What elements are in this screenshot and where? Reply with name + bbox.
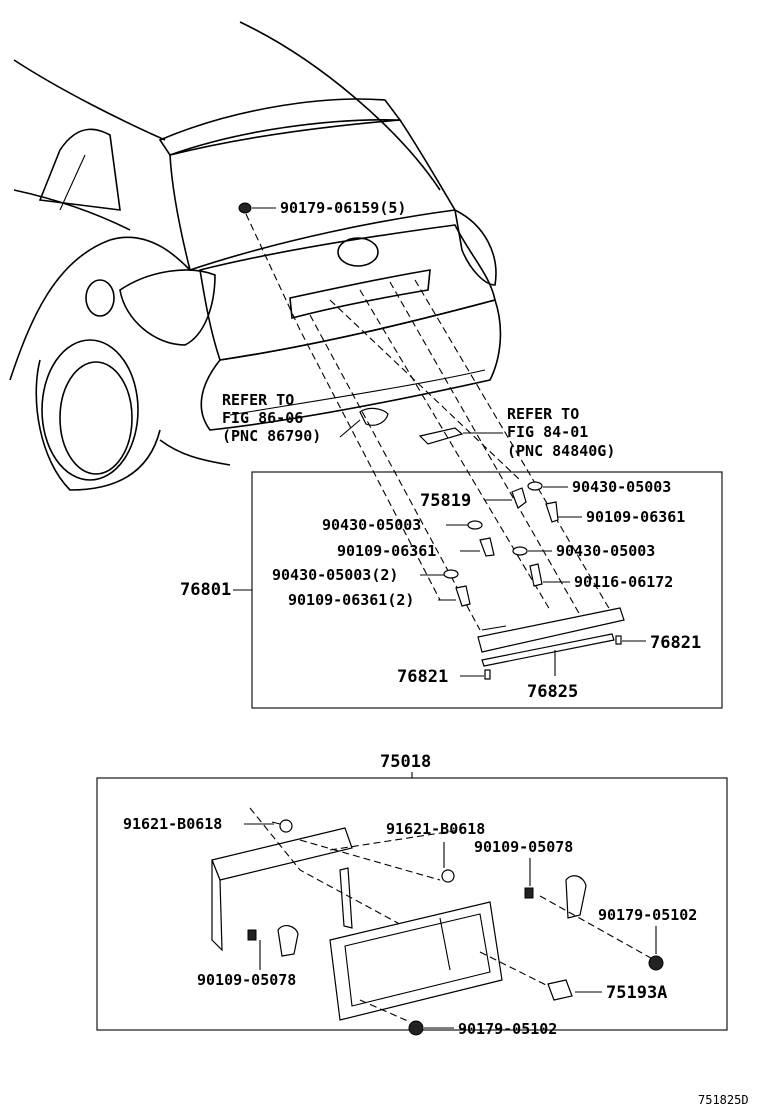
license-lamp-connector-icon xyxy=(359,407,389,426)
label-76801: 76801 xyxy=(180,580,231,600)
bolt-90116-icon xyxy=(529,563,543,587)
refer-right-line3: (PNC 84840G) xyxy=(507,442,615,460)
label-76821-right: 76821 xyxy=(650,633,701,653)
label-90109-06361-left: 90109-06361 xyxy=(337,542,436,560)
lamp-75193a-icon xyxy=(547,979,573,1001)
label-90179-06159: 90179-06159(5) xyxy=(280,199,406,217)
label-90109-05078-left: 90109-05078 xyxy=(197,971,296,989)
screw-90109-right-icon xyxy=(545,501,559,523)
garnish-strip-icon xyxy=(477,607,625,653)
label-90430-05003-left: 90430-05003 xyxy=(322,516,421,534)
clip-76821-left-icon xyxy=(484,669,491,680)
label-90179-05102-bottom: 90179-05102 xyxy=(458,1020,557,1038)
refer-left-line2: FIG 86-06 xyxy=(222,409,303,427)
screw-90109-05078-left-icon xyxy=(247,929,257,941)
label-90430-05003-top: 90430-05003 xyxy=(572,478,671,496)
label-90430-05003-mid: 90430-05003 xyxy=(556,542,655,560)
clip-90430-2-icon xyxy=(443,569,459,579)
refer-right-line1: REFER TO xyxy=(507,405,579,423)
clip-90430-mid-icon xyxy=(512,546,528,556)
diagram-id: 751825D xyxy=(698,1093,749,1107)
car-rear-illustration xyxy=(9,21,502,491)
refer-left-line1: REFER TO xyxy=(222,391,294,409)
license-lamp-icon xyxy=(418,427,464,445)
screw-90109-left-icon xyxy=(479,537,495,557)
label-76821-left: 76821 xyxy=(397,667,448,687)
license-plate-frame-icon xyxy=(329,901,503,1021)
bracket-icon xyxy=(211,827,353,881)
lamp-bracket-right-icon xyxy=(565,875,587,919)
lamp-bracket-left-icon xyxy=(277,925,299,957)
group-75018: 75018 91621-B0618 91621-B0618 90109-0507… xyxy=(96,752,728,1038)
label-75018: 75018 xyxy=(380,752,431,772)
group-76801: 76801 75819 90430-05003 90109-06361 9043… xyxy=(180,471,723,709)
refer-left-line3: (PNC 86790) xyxy=(222,427,321,445)
clip-90430-top-icon xyxy=(527,481,543,491)
bolt-91621-left-icon xyxy=(279,819,293,833)
label-90109-05078-right: 90109-05078 xyxy=(474,838,573,856)
label-91621-b0618-mid: 91621-B0618 xyxy=(386,820,485,838)
clip-75819-icon xyxy=(511,487,527,509)
nut-90179-05102-bottom-icon xyxy=(408,1020,424,1036)
label-76825: 76825 xyxy=(527,682,578,702)
screw-90109-05078-right-icon xyxy=(524,887,534,899)
label-91621-b0618-left: 91621-B0618 xyxy=(123,815,222,833)
label-90179-05102-right: 90179-05102 xyxy=(598,906,697,924)
nut-90179-06159-icon xyxy=(238,202,252,214)
label-90109-06361-2: 90109-06361(2) xyxy=(288,591,414,609)
label-75193a: 75193A xyxy=(606,983,667,1003)
garnish-molding-76825-icon xyxy=(481,633,615,667)
nut-90179-05102-right-icon xyxy=(648,955,664,971)
label-90116-06172: 90116-06172 xyxy=(574,573,673,591)
clip-90430-left-icon xyxy=(467,520,483,530)
clip-76821-right-icon xyxy=(615,635,622,645)
screw-90109-2-icon xyxy=(455,585,471,607)
bolt-91621-mid-icon xyxy=(441,869,455,883)
label-75819: 75819 xyxy=(420,491,471,511)
label-90109-06361-right: 90109-06361 xyxy=(586,508,685,526)
refer-right-line2: FIG 84-01 xyxy=(507,423,588,441)
label-90430-05003-2: 90430-05003(2) xyxy=(272,566,398,584)
